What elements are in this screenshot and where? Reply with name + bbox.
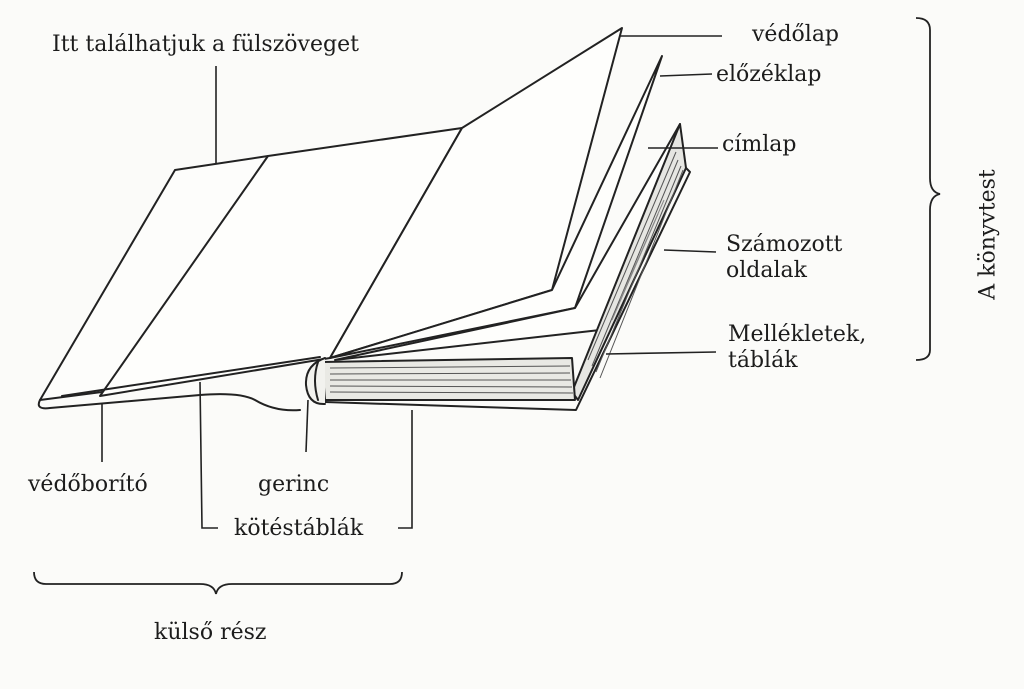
label-mellekletek-line2: táblák (728, 348, 798, 374)
text-block-bottom (321, 357, 576, 401)
label-kotestablak: kötéstáblák (234, 516, 364, 541)
brace-konyvtest (915, 17, 941, 361)
label-szamozott-oldalak: Számozott oldalak (726, 232, 842, 285)
label-vedoborito: védőborító (28, 472, 148, 497)
label-kulso-resz: külső rész (154, 620, 267, 645)
dust-jacket-edge (37, 393, 301, 412)
label-a-konyvtest: A könyvtest (958, 169, 1018, 299)
label-mellekletek-line1: Mellékletek, (728, 322, 867, 347)
leader-mellekletek (605, 351, 717, 355)
leader-kotestablak (199, 381, 413, 529)
label-elozeklap: előzéklap (716, 62, 822, 87)
label-fulszoveg: Itt találhatjuk a fülszöveget (52, 32, 359, 57)
leader-gerinc (305, 399, 309, 453)
label-gerinc: gerinc (258, 472, 330, 497)
back-board (324, 167, 691, 411)
label-mellekletek-tablak: Mellékletek, táblák (728, 322, 866, 375)
label-vedolap: védőlap (752, 22, 840, 47)
endpaper-leaf (329, 55, 663, 359)
brace-kulso-resz (33, 571, 403, 595)
label-szamozott-line1: Számozott (726, 232, 843, 257)
label-szamozott-line2: oldalak (726, 258, 807, 284)
page-lines (329, 151, 684, 394)
label-a-konyvtest-text: A könyvtest (975, 168, 1001, 300)
cover-bottom-edge (61, 356, 321, 397)
braces (33, 17, 941, 595)
label-cimlap: címlap (722, 132, 797, 157)
leader-elozeklap (659, 73, 713, 77)
leader-szamozott (663, 249, 717, 253)
leader-lines (101, 35, 722, 529)
